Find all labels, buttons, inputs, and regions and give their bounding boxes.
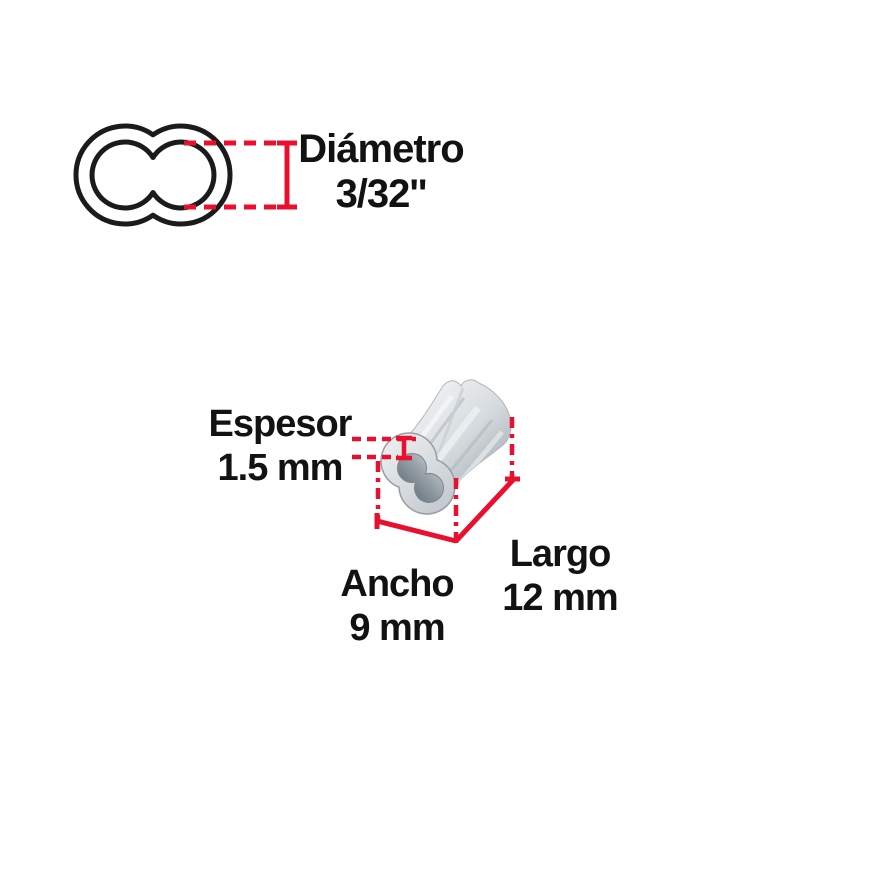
diameter-label: Diámetro 3/32'' bbox=[293, 127, 469, 217]
ferrule-cross-section-diagram bbox=[73, 123, 233, 227]
ferrule-cable-holes bbox=[397, 453, 444, 503]
thickness-dimension-lines bbox=[352, 435, 416, 461]
length-dimension-lines bbox=[454, 417, 520, 543]
width-dimension-lines bbox=[374, 461, 459, 544]
length-label-value: 12 mm bbox=[502, 577, 618, 619]
length-label-name: Largo bbox=[509, 533, 612, 575]
diameter-label-value: 3/32'' bbox=[335, 172, 428, 216]
width-label: Ancho 9 mm bbox=[324, 562, 470, 650]
width-label-value: 9 mm bbox=[349, 607, 445, 649]
length-label: Largo 12 mm bbox=[486, 532, 634, 620]
width-label-name: Ancho bbox=[340, 563, 454, 605]
thickness-label: Espesor 1.5 mm bbox=[200, 402, 360, 490]
diameter-dimension-lines bbox=[184, 140, 297, 210]
cross-section-inner-outline bbox=[89, 139, 217, 211]
thickness-label-value: 1.5 mm bbox=[217, 447, 344, 489]
diameter-label-name: Diámetro bbox=[298, 127, 464, 171]
ferrule-3d-image bbox=[380, 379, 512, 515]
thickness-label-name: Espesor bbox=[208, 403, 353, 445]
